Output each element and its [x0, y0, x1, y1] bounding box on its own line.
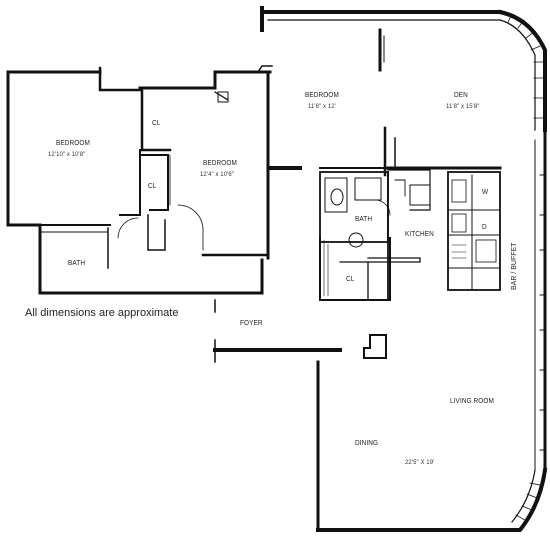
room-dims-living: 22'5" X 19'	[405, 459, 435, 466]
wall-closet-left	[119, 149, 141, 216]
curve-se-segments	[515, 482, 541, 521]
door-swing-1	[117, 217, 139, 239]
kitchen-island	[394, 179, 406, 197]
wall-closet-upper	[140, 88, 172, 152]
appliance-dots	[451, 244, 467, 259]
appliance-column	[447, 171, 501, 291]
washer-box	[451, 179, 467, 203]
wall-left-bedroom	[6, 70, 102, 227]
room-label-closet-upper: CL	[152, 120, 161, 127]
appliance-divider	[447, 174, 501, 291]
room-dims-bedroom-mid: 12'4" x 10'6"	[200, 171, 234, 178]
curve-segments	[507, 13, 545, 119]
room-label-dining: DINING	[355, 440, 379, 447]
bath-block	[319, 171, 389, 243]
room-label-closet-mid: CL	[148, 183, 157, 190]
closet-shelf	[217, 91, 229, 103]
basin	[348, 232, 364, 248]
kitchen-counter-left	[367, 257, 421, 263]
room-dims-bedroom-right: 11'8" x 12'	[308, 103, 336, 110]
room-label-bath-center: BATH	[355, 216, 373, 223]
room-label-den: DEN	[454, 92, 468, 99]
room-label-w: W	[482, 189, 489, 196]
tub	[324, 177, 348, 213]
toilet	[330, 188, 344, 206]
room-label-foyer: FOYER	[240, 320, 263, 327]
wall-curve-se	[316, 467, 548, 532]
door-swing-2	[177, 204, 204, 251]
wall-mid-bedroom-top	[138, 70, 272, 90]
room-label-bath-left: BATH	[68, 260, 86, 267]
room-label-living-room: LIVING ROOM	[450, 398, 494, 405]
wall-closet-mid	[139, 154, 169, 211]
closet-lower-detail	[323, 239, 329, 297]
wall-notch	[256, 65, 273, 74]
vanity	[354, 177, 382, 201]
stove	[409, 184, 431, 206]
dryer-box	[451, 213, 467, 233]
room-label-closet-kitchen: CL	[346, 276, 355, 283]
room-label-bedroom-mid: BEDROOM	[203, 160, 237, 167]
east-windows	[539, 174, 546, 451]
closet-lower	[319, 237, 391, 301]
door-mid-bedroom	[214, 91, 229, 101]
wall-curve-se-inner	[511, 469, 536, 523]
room-label-bedroom-left: BEDROOM	[56, 140, 90, 147]
wall-curve-ne-inner	[499, 19, 536, 131]
room-label-bedroom-right: BEDROOM	[305, 92, 339, 99]
room-label-d: D	[482, 224, 487, 231]
approximate-dimensions-note: All dimensions are approximate	[25, 307, 179, 319]
wall-top-north	[260, 6, 502, 32]
wall-left-bedroom-east	[98, 66, 142, 92]
door-bath	[374, 199, 391, 216]
room-dims-den: 11'8" x 15'8"	[446, 103, 480, 110]
wall-closet-door	[147, 214, 166, 251]
room-label-kitchen: KITCHEN	[405, 231, 434, 238]
wall-curve-ne	[497, 9, 547, 132]
pillar	[363, 334, 387, 359]
room-dims-bedroom-left: 12'10" x 10'8"	[48, 151, 86, 158]
room-label-bar-buffet: BAR / BUFFET	[511, 242, 518, 290]
kitchen-counter-top	[387, 169, 431, 211]
sink-box	[475, 239, 497, 263]
wall-bath-outline	[38, 223, 264, 295]
